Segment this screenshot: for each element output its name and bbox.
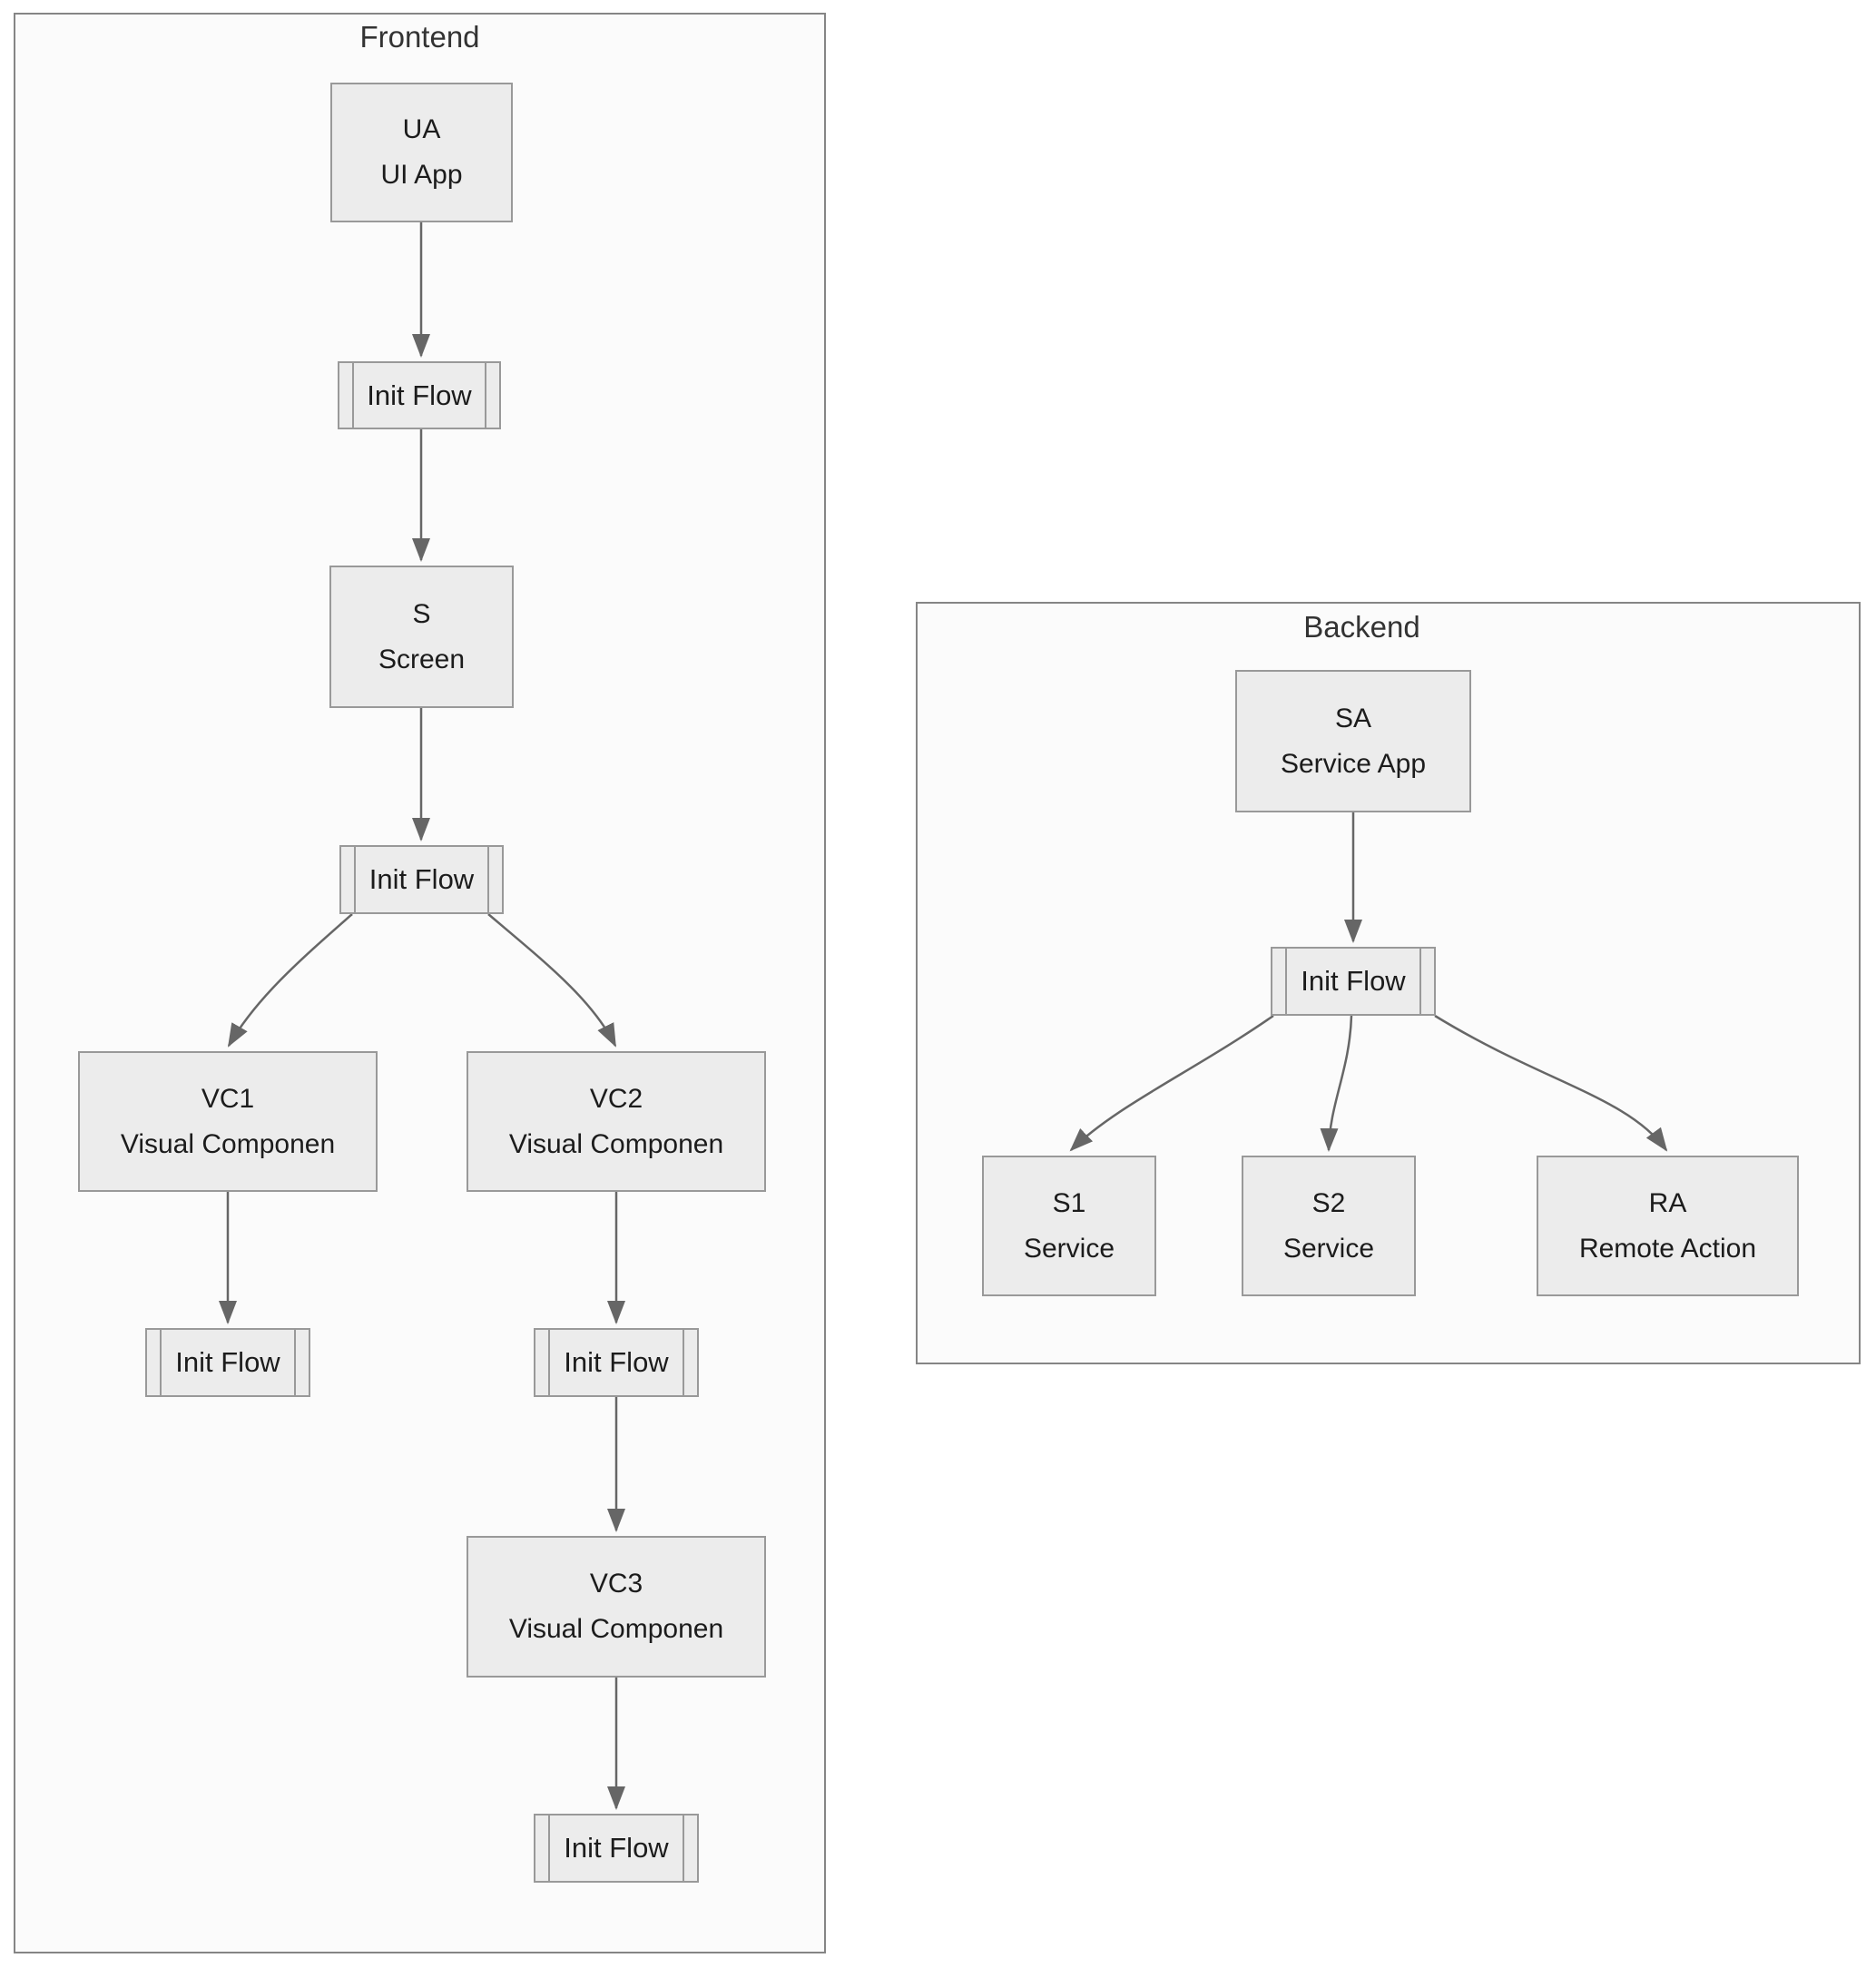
node-vc3-title: VC3 <box>589 1569 643 1599</box>
node-vc2: VC2 Visual Componen <box>467 1051 766 1192</box>
node-sa: SA Service App <box>1235 670 1471 812</box>
node-s: S Screen <box>329 566 514 708</box>
edge-if2-vc1 <box>227 913 353 1048</box>
node-s1-title: S1 <box>1052 1187 1086 1218</box>
node-init-flow-5-label: Init Flow <box>564 1832 669 1864</box>
node-ra-title: RA <box>1648 1187 1687 1218</box>
node-ra-subtitle: Remote Action <box>1578 1233 1757 1264</box>
node-s1-subtitle: Service <box>1023 1233 1115 1264</box>
node-s-subtitle: Screen <box>378 644 466 674</box>
node-vc1: VC1 Visual Componen <box>78 1051 378 1192</box>
node-s1: S1 Service <box>982 1156 1156 1296</box>
node-ra: RA Remote Action <box>1537 1156 1799 1296</box>
edge-if2-vc2 <box>487 913 617 1048</box>
node-sa-subtitle: Service App <box>1280 748 1427 779</box>
edge-ifb-s2 <box>1320 1015 1353 1152</box>
node-s-title: S <box>412 598 431 629</box>
node-s2: S2 Service <box>1242 1156 1416 1296</box>
node-init-flow-3-label: Init Flow <box>175 1346 280 1378</box>
node-init-flow-2-label: Init Flow <box>368 863 475 895</box>
node-ua: UA UI App <box>330 83 513 222</box>
node-s2-subtitle: Service <box>1282 1233 1375 1264</box>
node-init-flow-3: Init Flow <box>145 1328 310 1397</box>
node-vc2-subtitle: Visual Componen <box>508 1128 724 1159</box>
node-init-flow-backend-label: Init Flow <box>1301 965 1406 997</box>
node-vc3-subtitle: Visual Componen <box>508 1614 724 1644</box>
node-init-flow-4: Init Flow <box>534 1328 699 1397</box>
node-init-flow-1-label: Init Flow <box>367 379 472 411</box>
node-vc1-subtitle: Visual Componen <box>120 1128 336 1159</box>
node-s2-title: S2 <box>1311 1187 1346 1218</box>
node-vc3: VC3 Visual Componen <box>467 1536 766 1678</box>
node-init-flow-backend: Init Flow <box>1271 947 1436 1016</box>
node-init-flow-4-label: Init Flow <box>564 1346 669 1378</box>
node-vc2-title: VC2 <box>589 1083 643 1114</box>
node-ua-title: UA <box>402 114 441 144</box>
node-vc1-title: VC1 <box>201 1083 255 1114</box>
node-init-flow-1: Init Flow <box>338 361 501 429</box>
edge-ifb-ra <box>1434 1014 1668 1152</box>
cluster-frontend-title: Frontend <box>359 20 480 54</box>
node-ua-subtitle: UI App <box>380 160 463 190</box>
cluster-backend-title: Backend <box>1303 610 1420 644</box>
edge-ifb-s1 <box>1069 1014 1274 1152</box>
node-init-flow-5: Init Flow <box>534 1814 699 1883</box>
node-sa-title: SA <box>1334 703 1372 733</box>
node-init-flow-2: Init Flow <box>339 845 504 914</box>
